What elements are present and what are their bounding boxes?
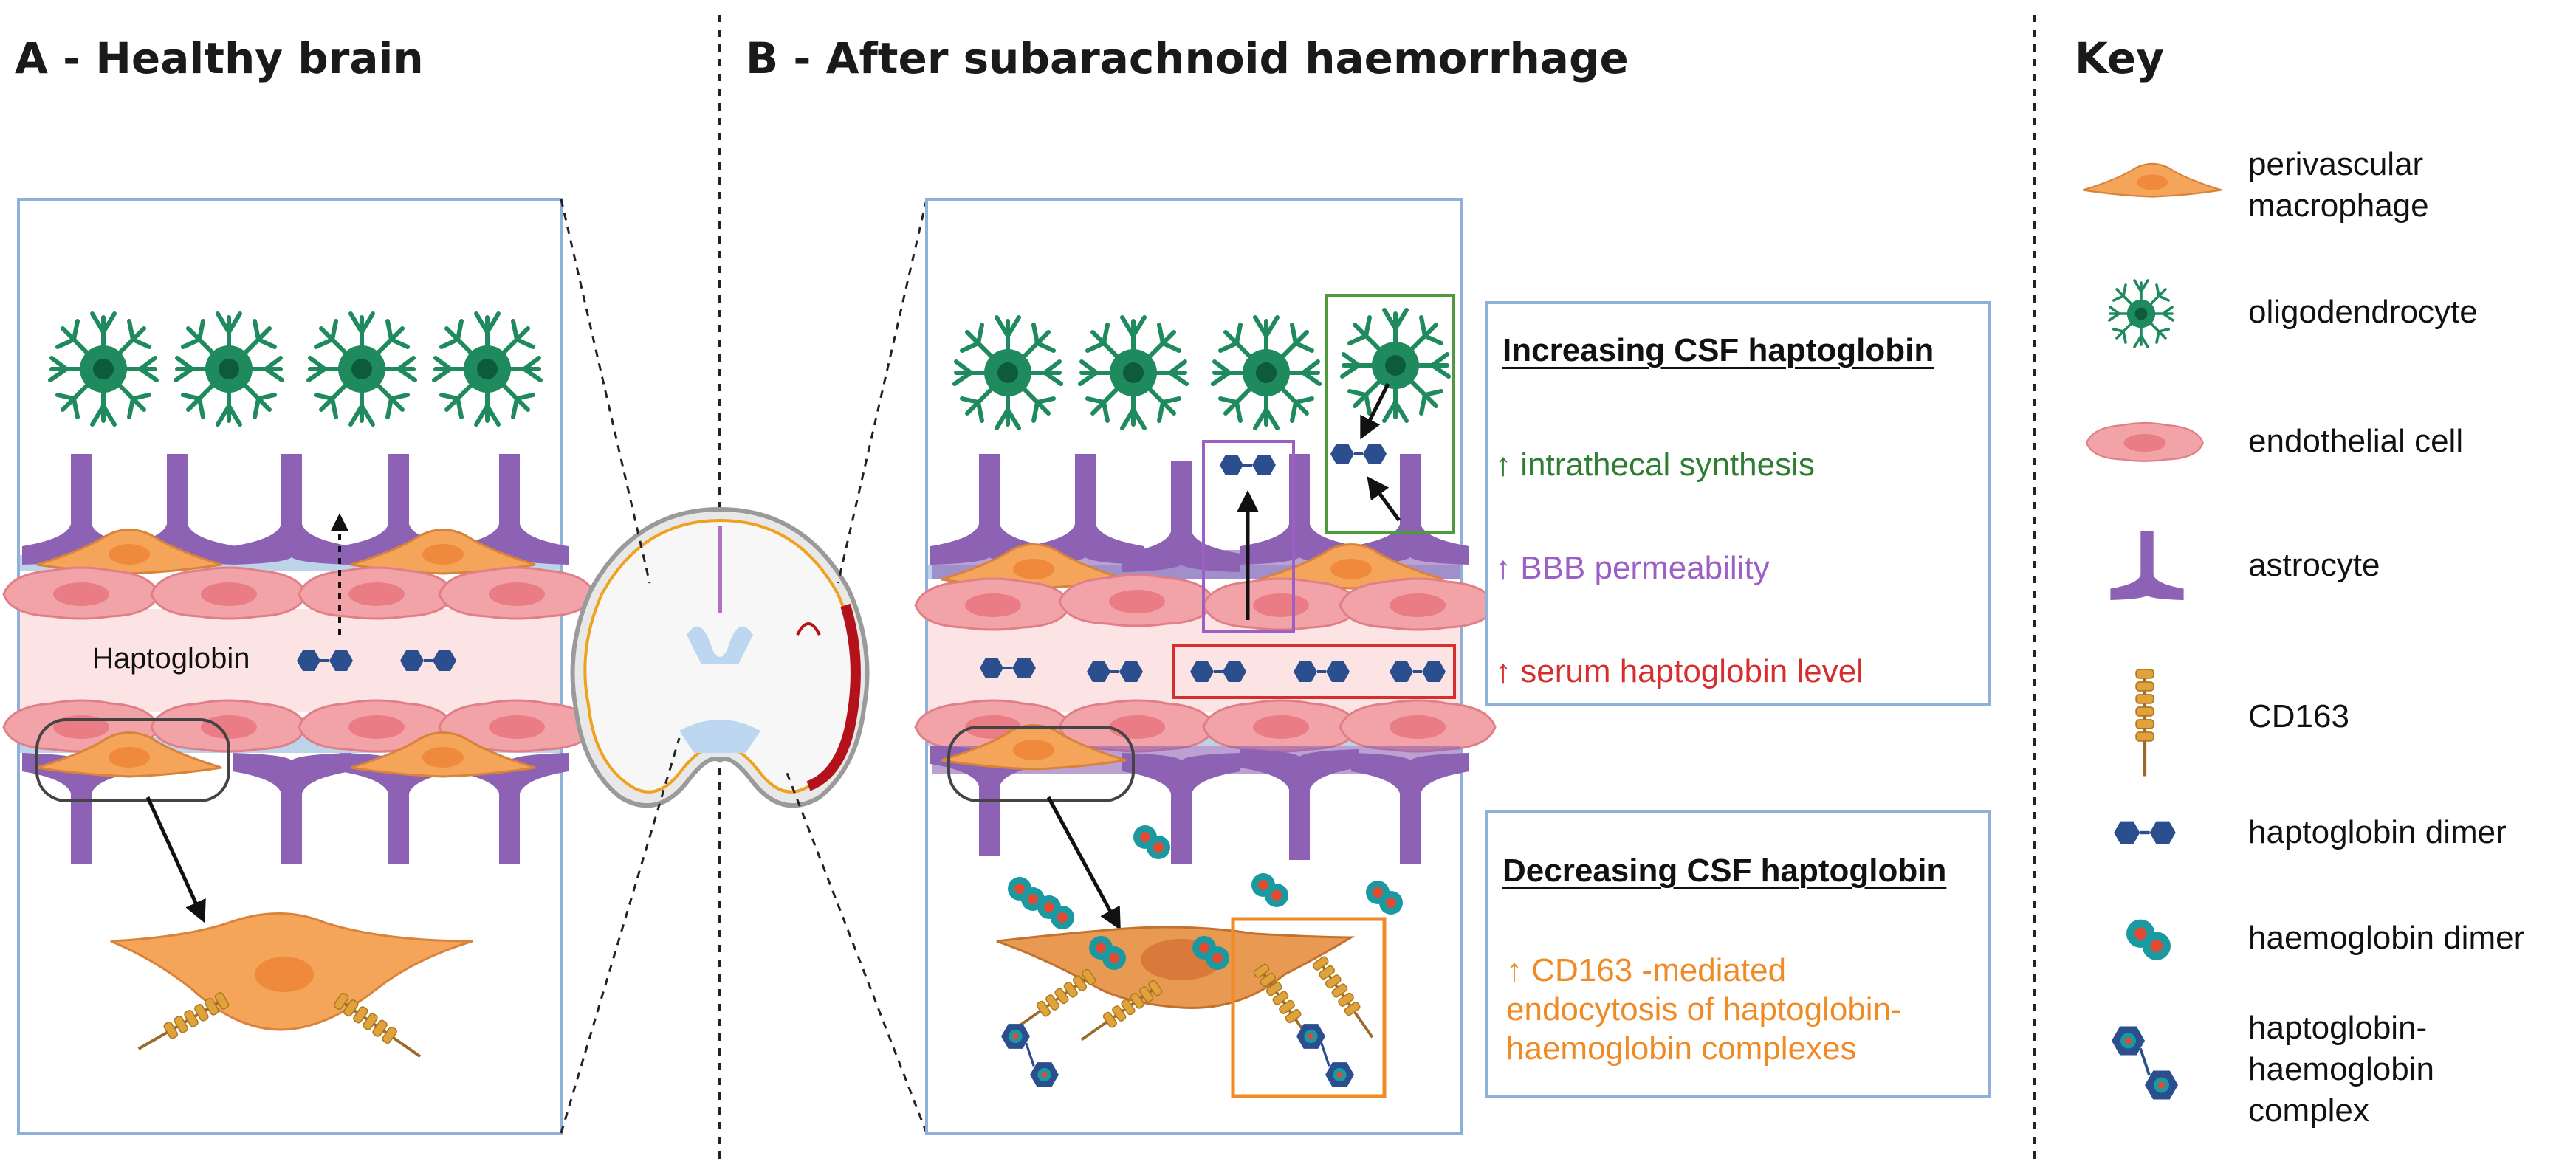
key-label-endothelial: endothelial cell [2248,423,2464,459]
increasing-item-bbb: ↑ BBB permeability [1495,550,1770,586]
macrophage-icon [2082,162,2222,198]
key-label-haptoglobin-dimer: haptoglobin dimer [2248,814,2507,850]
key-label-cd163: CD163 [2248,698,2349,734]
haptoglobin-label: Haptoglobin [92,642,250,675]
decreasing-line-2: endocytosis of haptoglobin- [1506,991,1902,1027]
haptoglobin-dimer-icon [2114,822,2176,844]
oligodendrocyte-icon [2108,279,2174,348]
decreasing-box-title: Decreasing CSF haptoglobin [1502,853,1947,889]
activated-macrophage [996,926,1381,1089]
increasing-box-title: Increasing CSF haptoglobin [1502,332,1934,368]
decreasing-line-3: haemoglobin complexes [1506,1030,1857,1067]
enlarged-macrophage [110,912,473,1064]
key-title: Key [2075,33,2165,83]
astrocyte-icon [2110,531,2184,600]
key-label-oligodendrocyte: oligodendrocyte [2248,294,2478,330]
cd163-icon [2136,669,2154,777]
endothelial-cell-icon [2086,421,2204,462]
decreasing-line-1: ↑ CD163 -mediated [1506,952,1787,988]
panel-a-healthy-brain [2,198,596,1135]
haemoglobin-dimer-icon [2126,919,2171,960]
key-label-astrocyte: astrocyte [2248,547,2380,583]
haptoglobin-haemoglobin-complex-icon [2110,1025,2180,1101]
increasing-item-intrathecal: ↑ intrathecal synthesis [1495,447,1815,483]
brain-illustration [570,506,870,808]
key-icons [2082,162,2222,1101]
panel-a-title: A - Healthy brain [15,33,424,83]
increasing-box-frame [1485,301,1991,706]
increasing-item-serum: ↑ serum haptoglobin level [1495,653,1864,689]
panel-b-title: B - After subarachnoid haemorrhage [746,33,1629,83]
key-label-haemoglobin-dimer: haemoglobin dimer [2248,920,2525,956]
panel-b-after-sah [914,198,1497,1135]
decreasing-box-frame [1485,810,1991,1098]
